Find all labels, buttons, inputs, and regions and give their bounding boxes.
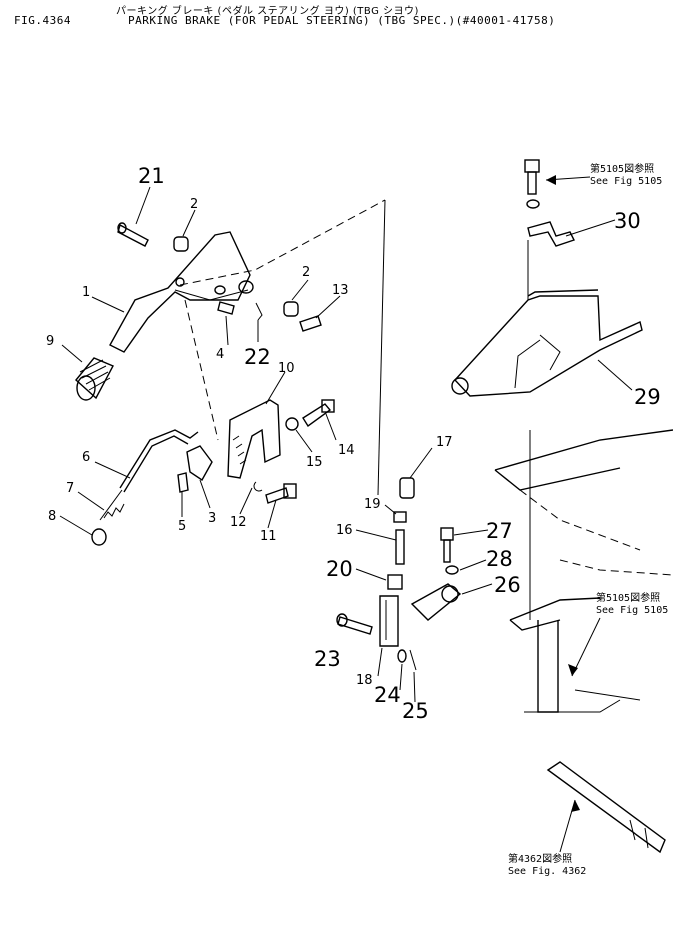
rod-end-part-16 — [395, 529, 405, 565]
lever-part-26 — [410, 583, 462, 621]
callout-21: 21 — [138, 164, 165, 188]
callout-1: 1 — [82, 285, 90, 300]
callout-23: 23 — [314, 647, 341, 671]
callout-30: 30 — [614, 209, 641, 233]
callout-14: 14 — [338, 443, 355, 458]
reference-note-jp: 第4362図参照 — [508, 852, 572, 865]
bolt-part-23 — [336, 613, 373, 635]
callout-16: 16 — [336, 523, 353, 538]
knob-part-8 — [91, 528, 107, 546]
parking-brake-lever-part — [109, 199, 386, 353]
reference-note-jp: 第5105図参照 — [596, 591, 660, 604]
cotter-pin-part-22 — [255, 302, 263, 321]
assembly-line — [377, 199, 386, 496]
bolt-top-right — [524, 159, 540, 209]
bushing-part-2b — [283, 301, 299, 317]
callout-29: 29 — [634, 385, 661, 409]
callout-3: 3 — [208, 511, 216, 526]
callout-28: 28 — [486, 547, 513, 571]
reference-note-en: See Fig 5105 — [590, 176, 662, 187]
callout-24: 24 — [374, 683, 401, 707]
housing-part-29 — [451, 289, 643, 397]
callout-10: 10 — [278, 361, 295, 376]
shaft-part — [546, 761, 666, 854]
callout-7: 7 — [66, 481, 74, 496]
callout-5: 5 — [178, 519, 186, 534]
callout-26: 26 — [494, 573, 521, 597]
callout-22: 22 — [244, 345, 271, 369]
callout-19: 19 — [364, 497, 381, 512]
figure-number: FIG.4364 — [14, 14, 71, 27]
bolt-part-27 — [440, 527, 454, 563]
nut-part-19 — [393, 511, 407, 523]
arrow-head — [568, 664, 578, 676]
callout-18: 18 — [356, 673, 373, 688]
title-japanese: パーキング ブレーキ (ペダル ステアリング ヨウ) (TBG シヨウ) — [116, 6, 419, 17]
grip-part — [75, 357, 114, 401]
clevis-part-18 — [379, 595, 399, 647]
callout-20: 20 — [326, 557, 353, 581]
assembly-line — [184, 299, 219, 441]
bolt-part-14 — [302, 399, 335, 428]
washer-part-28 — [445, 565, 459, 575]
bolt-part-21 — [117, 222, 149, 247]
leader-lines — [59, 176, 633, 853]
callout-27: 27 — [486, 519, 513, 543]
pin-part-13 — [299, 315, 322, 332]
callout-12: 12 — [230, 515, 247, 530]
callout-2: 2 — [302, 265, 310, 280]
callout-2: 2 — [190, 197, 198, 212]
callout-13: 13 — [332, 283, 349, 298]
ratchet-plate-part-10 — [227, 399, 281, 479]
washer-part-24 — [397, 649, 407, 663]
pin-part-4 — [217, 301, 235, 315]
title-english: PARKING BRAKE (FOR PEDAL STEERING) (TBG … — [128, 14, 556, 27]
clevis-part-3 — [186, 445, 213, 482]
callout-4: 4 — [216, 347, 224, 362]
bolt-part-11 — [265, 483, 297, 504]
reference-note-en: See Fig 5105 — [596, 605, 668, 616]
arrow-head — [571, 800, 580, 812]
callout-6: 6 — [82, 450, 90, 465]
reference-note-en: See Fig. 4362 — [508, 866, 586, 877]
pin-part-5 — [177, 472, 189, 493]
reference-note-jp: 第5105図参照 — [590, 162, 654, 175]
cotter-pin-part-25 — [409, 649, 417, 671]
nut-part-20 — [387, 574, 403, 590]
callout-8: 8 — [48, 509, 56, 524]
frame-structure — [494, 429, 673, 713]
callout-9: 9 — [46, 334, 54, 349]
callout-25: 25 — [402, 699, 429, 723]
link-part-17 — [399, 477, 415, 499]
callout-15: 15 — [306, 455, 323, 470]
arrow-head — [546, 175, 556, 185]
washer-part-15 — [285, 417, 299, 431]
bracket-part-30 — [527, 221, 575, 247]
spring-part-7 — [103, 503, 125, 519]
bushing-part-2a — [173, 236, 189, 252]
callout-17: 17 — [436, 435, 453, 450]
rod-part-6 — [99, 429, 199, 521]
washer-part-12 — [253, 481, 263, 492]
callout-11: 11 — [260, 529, 277, 544]
